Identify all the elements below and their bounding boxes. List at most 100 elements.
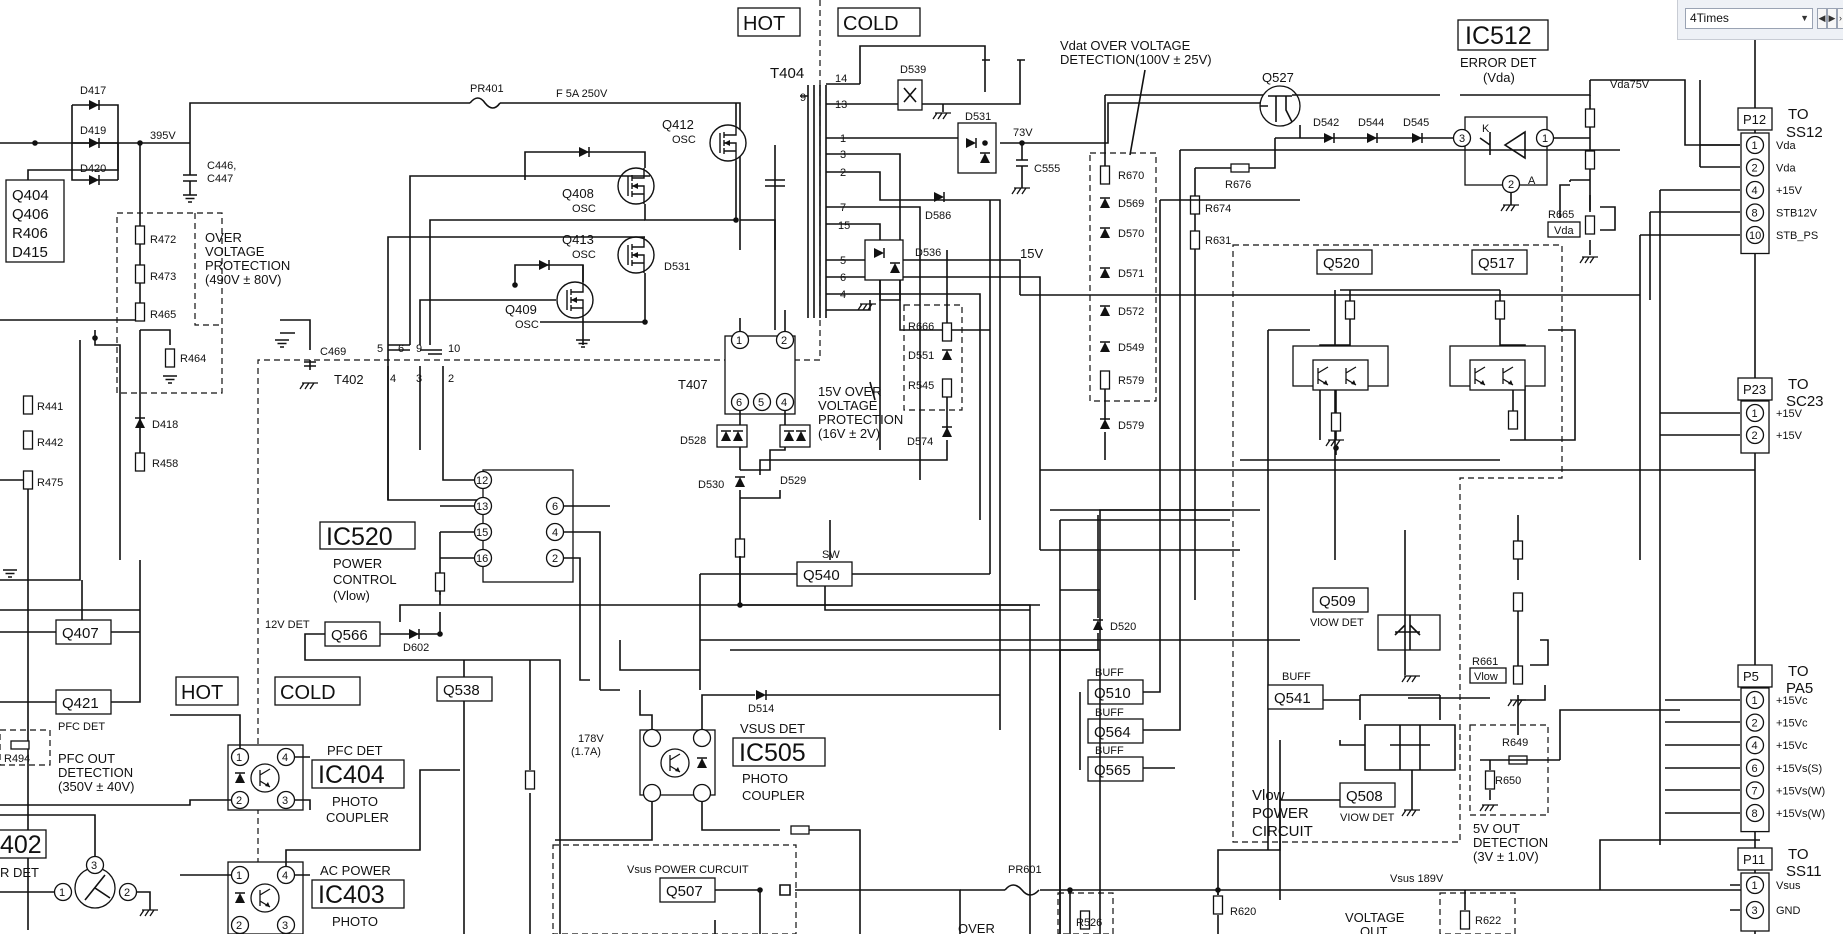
connector-p5-pin-number: 2 <box>1752 718 1758 730</box>
a17-label: (1.7A) <box>571 746 601 758</box>
q566-box <box>324 621 381 647</box>
ic402-name: 402 <box>0 831 42 859</box>
r406-label: R406 <box>12 225 48 242</box>
q541-buff: BUFF <box>1282 671 1311 683</box>
connector-p23-ref: P23 <box>1743 382 1766 397</box>
ic520-name: IC520 <box>326 523 393 551</box>
connector-p11-to: TO <box>1788 846 1809 863</box>
ic403-func-1: AC POWER <box>320 863 391 878</box>
connector-p5-pin <box>1745 690 1765 710</box>
ic404-func-1: PFC DET <box>327 743 383 758</box>
d520-label: D520 <box>1110 621 1136 633</box>
q404-group-box <box>5 179 65 263</box>
d528-label: D528 <box>680 435 706 447</box>
arrow-left-icon[interactable]: ◀ <box>1817 8 1827 29</box>
ic404-pin-3: 3 <box>282 795 288 807</box>
chevron-down-icon[interactable]: ▼ <box>1800 13 1809 23</box>
q408-osc: OSC <box>572 203 596 215</box>
hot-tag-top <box>737 7 801 37</box>
q409-label: Q409 <box>505 302 537 317</box>
t407-transformer <box>716 310 811 605</box>
connector-p11-dest: SS11 <box>1786 863 1822 880</box>
r620-label: R620 <box>1230 906 1256 918</box>
r650-label: R650 <box>1495 775 1521 787</box>
connector-p23-signal: +15V <box>1776 408 1803 420</box>
ic404-name: IC404 <box>318 761 385 789</box>
q407-wires <box>0 560 141 703</box>
t402-pin-9: 9 <box>416 343 422 355</box>
ic505-name: IC505 <box>739 739 806 767</box>
connector-p12-pin-number: 1 <box>1752 140 1758 152</box>
t407-pin-1: 1 <box>736 335 742 347</box>
vlow-pc-label-3: CIRCUIT <box>1252 823 1313 840</box>
q509-func: VlOW DET <box>1310 617 1364 629</box>
q541-section <box>1267 515 1680 816</box>
connector-p23-dest: SC23 <box>1786 393 1824 410</box>
connector-p11-signal: Vsus <box>1776 880 1801 892</box>
connector-p5-pin <box>1745 713 1765 732</box>
connector-p12-signal: +15V <box>1776 185 1803 197</box>
connector-p12-pin <box>1745 225 1765 245</box>
vdat-detection-section <box>1089 69 1270 460</box>
connector-p11-pin-number: 3 <box>1752 905 1758 917</box>
q508-label: Q508 <box>1346 788 1383 805</box>
connector-p11-signal: GND <box>1776 905 1801 917</box>
d570-label: D570 <box>1118 228 1144 240</box>
bus-wires <box>700 149 1755 900</box>
t407-pin-4: 4 <box>781 397 787 409</box>
r674-label: R674 <box>1205 203 1231 215</box>
arrow-right-icon[interactable]: ▶ <box>1827 8 1837 29</box>
connector-p5-pin <box>1745 803 1765 823</box>
ic520-pin-4: 4 <box>552 527 558 539</box>
q520-label: Q520 <box>1323 255 1360 272</box>
ic403-func-2: PHOTO <box>332 914 378 929</box>
r622-label: R622 <box>1475 915 1501 927</box>
zoom-select[interactable]: 4Times ▼ <box>1685 8 1813 29</box>
q404-label: Q404 <box>12 187 49 204</box>
d569-label: D569 <box>1118 198 1144 210</box>
r442-label: R442 <box>37 437 63 449</box>
ic505-func-2: PHOTO <box>742 771 788 786</box>
connector-p5-signal: +15Vs(W) <box>1776 785 1825 797</box>
cold-label-top: COLD <box>843 13 899 35</box>
c469-label: C469 <box>320 346 346 358</box>
connector-p12-dest: SS12 <box>1786 124 1823 141</box>
ov15-label-1: 15V OVER <box>818 384 882 399</box>
d572-label: D572 <box>1118 306 1144 318</box>
det12-label: 12V DET <box>265 619 310 631</box>
q413-osc: OSC <box>572 249 596 261</box>
ic512-tag <box>1457 19 1549 51</box>
t404-pin-9: 9 <box>800 92 806 104</box>
ic403-pin-1: 1 <box>236 870 242 882</box>
vda75-label: Vda75V <box>1610 79 1650 91</box>
t404-pin-4: 4 <box>840 289 846 301</box>
ic512-pin-3: 3 <box>1459 133 1465 145</box>
cold-tag-bottom <box>274 676 361 706</box>
r545-label: R545 <box>908 380 934 392</box>
q407-box <box>55 619 112 645</box>
q566-wires <box>304 604 1040 934</box>
t407-pin-5: 5 <box>758 397 764 409</box>
sw-label: SW <box>822 549 840 561</box>
q517-label: Q517 <box>1478 255 1515 272</box>
ic520-pin-2: 2 <box>552 553 558 565</box>
chevron-right-icon[interactable]: › <box>1837 8 1843 29</box>
pfcout-label-2: DETECTION <box>58 765 133 780</box>
connector-p12-signal: Vda <box>1776 163 1796 175</box>
connector-p11-pin <box>1745 900 1765 920</box>
connector-p12-pin-number: 4 <box>1752 185 1758 197</box>
t402-pin-6: 6 <box>398 343 404 355</box>
q565-buff: BUFF <box>1095 745 1124 757</box>
q541-box <box>1267 684 1324 710</box>
out5v-label-1: 5V OUT <box>1473 821 1520 836</box>
zoom-toolbar: 4Times ▼ ◀ ▶ › <box>1677 0 1843 40</box>
t404-pin-6: 6 <box>840 272 846 284</box>
q412-label: Q412 <box>662 117 694 132</box>
d514-label: D514 <box>748 703 774 715</box>
ov15-label-4: (16V ± 2V) <box>818 426 880 441</box>
r666-label: R666 <box>908 321 934 333</box>
connector-p12-signal: STB_PS <box>1776 230 1818 242</box>
r494-label: R494 <box>4 753 30 765</box>
v73-label: 73V <box>1013 127 1033 139</box>
ic520-pin-6: 6 <box>552 501 558 513</box>
